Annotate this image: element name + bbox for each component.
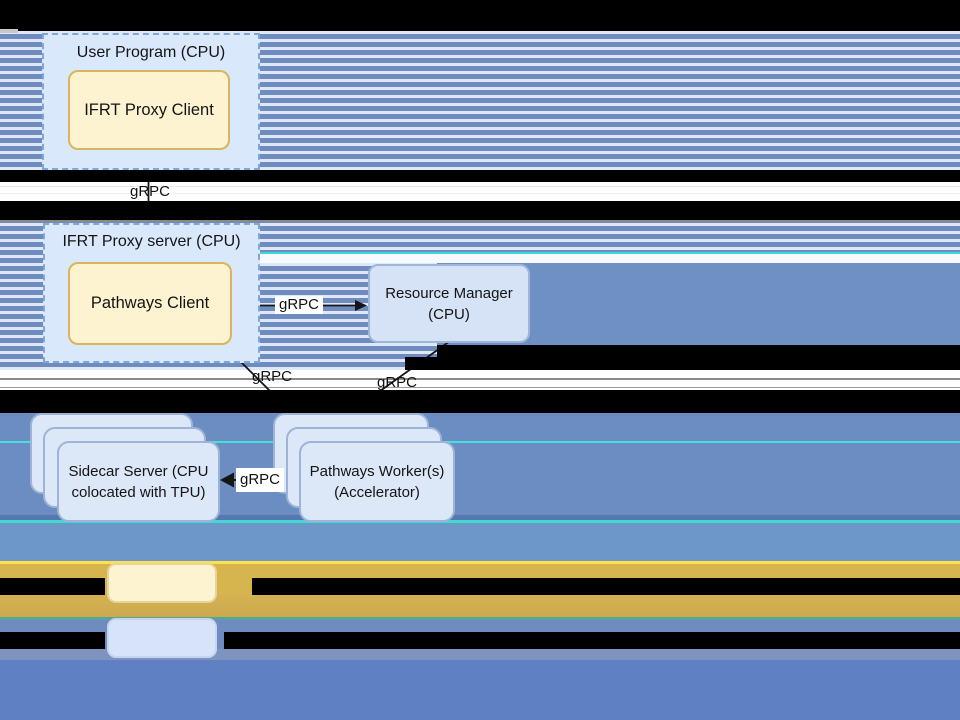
- grpc-label-bottom: gRPC: [236, 468, 284, 492]
- hairline: [0, 193, 960, 194]
- resource-manager-label-line2: (CPU): [428, 305, 470, 323]
- grpc-label-diag-right: gRPC: [376, 374, 417, 391]
- dark-blue-line: [0, 515, 960, 520]
- cyan-glitch-line: [260, 252, 960, 254]
- black-band: [0, 390, 960, 413]
- node-user-program: User Program (CPU) IFRT Proxy Client: [42, 33, 260, 170]
- sidecar-server-label-line2: colocated with TPU): [71, 483, 206, 501]
- white-band-lower: [0, 370, 960, 390]
- node-ifrt-proxy-server: IFRT Proxy server (CPU) Pathways Client: [43, 223, 260, 363]
- ifrt-proxy-client-label: IFRT Proxy Client: [84, 100, 214, 119]
- gray-glitch-line: [0, 220, 960, 222]
- ifrt-proxy-server-title: IFRT Proxy server (CPU): [62, 233, 241, 250]
- hairline: [0, 387, 960, 388]
- cyan-glitch-line: [0, 441, 960, 443]
- cyan-glitch-line: [0, 520, 960, 523]
- node-pathways-client: Pathways Client: [68, 262, 232, 345]
- legend-blue-swatch: [107, 618, 217, 658]
- pathways-client-label: Pathways Client: [90, 294, 210, 312]
- grpc-label-mid: gRPC: [275, 296, 323, 314]
- pathways-workers-label-line2: (Accelerator): [334, 483, 420, 501]
- grpc-label-diag-left: gRPC: [251, 368, 292, 385]
- hairline: [0, 378, 960, 380]
- hairline: [0, 186, 960, 187]
- gray-blue-band: [0, 649, 960, 660]
- bottom-blue-band: [0, 660, 960, 720]
- yellow-glitch-line: [0, 561, 960, 564]
- black-band: [0, 0, 960, 31]
- black-band: [0, 578, 105, 595]
- steel-blue-band: [0, 523, 960, 561]
- node-ifrt-proxy-client: IFRT Proxy Client: [68, 70, 230, 150]
- grpc-label-top: gRPC: [129, 183, 170, 200]
- black-band: [252, 578, 960, 595]
- black-band: [405, 357, 960, 370]
- sidecar-server-label-line1: Sidecar Server (CPU: [68, 462, 209, 480]
- user-program-title: User Program (CPU): [76, 44, 226, 61]
- node-pathways-workers: Pathways Worker(s) (Accelerator): [299, 441, 455, 522]
- resource-manager-label-line1: Resource Manager: [385, 284, 513, 302]
- gray-sliver: [0, 29, 18, 33]
- node-sidecar-server: Sidecar Server (CPU colocated with TPU): [57, 441, 220, 522]
- teal-glitch-line: [0, 617, 960, 620]
- black-band: [0, 201, 960, 220]
- pathways-workers-label-line1: Pathways Worker(s): [309, 462, 445, 480]
- black-band: [0, 170, 960, 182]
- white-strip: [260, 254, 960, 263]
- black-band: [224, 632, 960, 649]
- black-band: [437, 345, 960, 357]
- legend-yellow-swatch: [107, 563, 217, 603]
- black-band: [0, 632, 105, 649]
- gold-band-lower: [0, 595, 960, 617]
- node-resource-manager: Resource Manager (CPU): [368, 264, 530, 343]
